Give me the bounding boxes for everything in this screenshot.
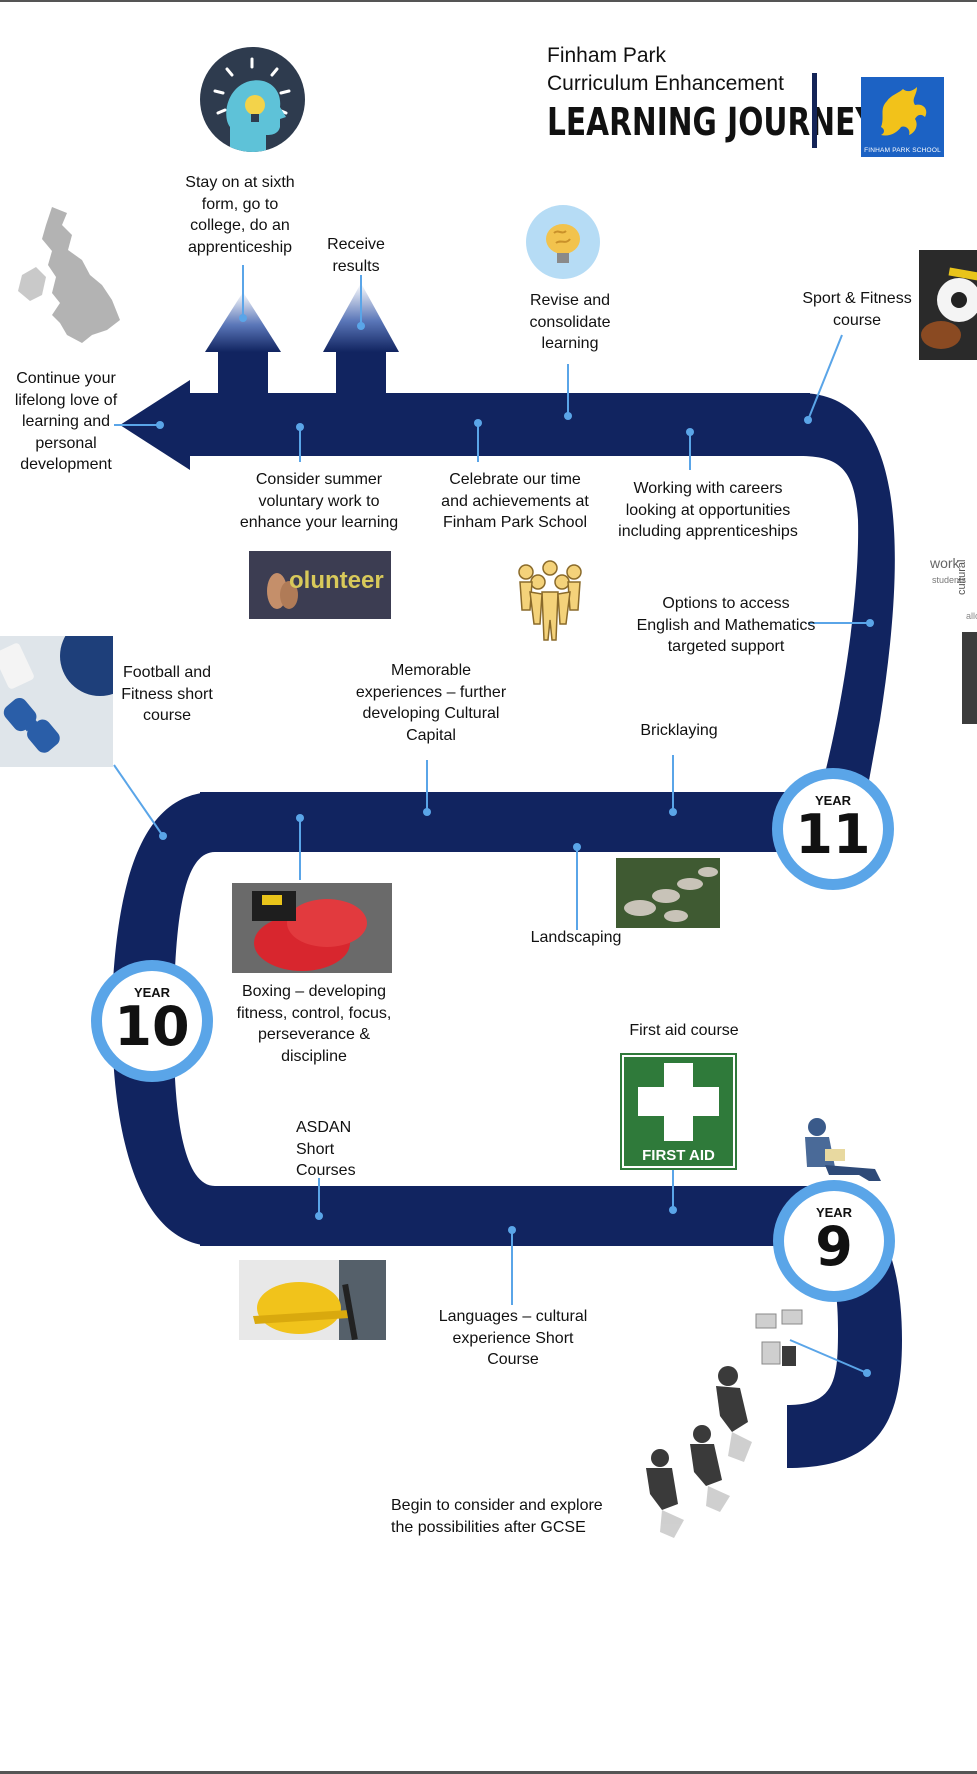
bottom-border xyxy=(0,1771,977,1774)
label-summer-voluntary: Consider summer voluntary work to enhanc… xyxy=(239,471,399,531)
label-asdan: ASDAN Short Courses xyxy=(296,1119,356,1179)
crest-text: FINHAM PARK SCHOOL xyxy=(864,147,941,154)
road-row-middle xyxy=(200,792,820,852)
label-languages: Languages – cultural experience Short Co… xyxy=(438,1308,588,1368)
label-memorable: Memorable experiences – further developi… xyxy=(355,662,507,744)
dark-photo-image xyxy=(962,632,977,724)
volunteer-image: olunteer xyxy=(249,551,391,619)
year-10-number: 10 xyxy=(114,995,190,1058)
first-aid-sign-image: FIRST AID xyxy=(622,1055,735,1168)
road-up-stem-2 xyxy=(336,352,386,398)
label-boxing: Boxing – developing fitness, control, fo… xyxy=(236,983,392,1065)
label-celebrate: Celebrate our time and achievements at F… xyxy=(441,471,589,531)
road-row-top xyxy=(170,393,810,456)
header-subtitle: Curriculum Enhancement xyxy=(547,72,784,95)
sport-balls-image xyxy=(919,250,977,360)
hard-hat-image xyxy=(239,1260,386,1340)
word-cloud-image: work students cultural allow xyxy=(930,555,977,621)
top-border xyxy=(0,0,977,2)
boxing-gloves-image xyxy=(232,883,392,973)
label-landscaping: Landscaping xyxy=(530,929,622,946)
uk-map-icon xyxy=(12,205,132,350)
head-lightbulb-icon xyxy=(200,47,305,152)
label-options-support: Options to access English and Mathematic… xyxy=(636,595,816,655)
brain-bulb-icon xyxy=(526,205,600,279)
year-9-number: 9 xyxy=(815,1215,853,1278)
year-11-number: 11 xyxy=(795,803,871,866)
year-10-badge: YEAR 10 xyxy=(91,960,213,1082)
road-curve-right-upper xyxy=(800,393,895,852)
label-first-aid-course: First aid course xyxy=(629,1022,739,1039)
dumbbells-image xyxy=(0,636,113,767)
label-begin: Begin to consider and explore the possib… xyxy=(391,1497,603,1536)
label-sport-fitness: Sport & Fitness course xyxy=(802,290,912,329)
label-bricklaying: Bricklaying xyxy=(640,722,718,739)
year-11-badge: YEAR 11 xyxy=(772,768,894,890)
brick-blocks-icon xyxy=(752,1308,812,1372)
stepping-stones-image xyxy=(616,858,720,928)
road-row-bottom xyxy=(200,1186,810,1246)
header-divider xyxy=(812,73,817,148)
label-stay-on: Stay on at sixth form, go to college, do… xyxy=(185,174,295,256)
page-title: LEARNING JOURNEY xyxy=(547,100,877,144)
reading-person-icon xyxy=(795,1115,890,1205)
label-football: Football and Fitness short course xyxy=(121,664,213,724)
walking-people-image xyxy=(632,1362,772,1542)
year-9-badge: YEAR 9 xyxy=(773,1180,895,1302)
label-revise: Revise and consolidate learning xyxy=(529,292,611,352)
label-receive-results: Receive results xyxy=(327,236,385,275)
road-up-stem-1 xyxy=(218,352,268,398)
header-school-name: Finham Park xyxy=(547,44,667,67)
celebration-people-icon xyxy=(512,560,588,644)
label-careers: Working with careers looking at opportun… xyxy=(618,480,798,540)
lion-icon xyxy=(881,87,927,136)
school-crest: FINHAM PARK SCHOOL xyxy=(861,77,944,157)
label-continue-lifelong: Continue your lifelong love of learning … xyxy=(14,370,118,473)
